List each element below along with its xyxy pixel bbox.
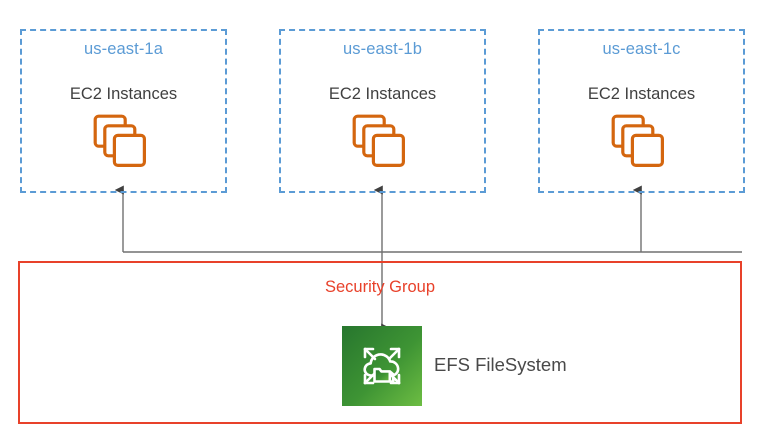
ec2-instances-icon[interactable] (93, 114, 149, 170)
security-group-label: Security Group (324, 278, 436, 296)
node-label-us-east-1a: EC2 Instances (69, 85, 178, 103)
security-group-box[interactable] (18, 261, 742, 424)
ec2-instances-icon[interactable] (352, 114, 408, 170)
efs-filesystem-icon[interactable] (342, 326, 422, 406)
az-box-us-east-1b[interactable] (279, 29, 486, 193)
node-label-us-east-1b: EC2 Instances (328, 85, 437, 103)
az-box-us-east-1c[interactable] (538, 29, 745, 193)
node-label-us-east-1c: EC2 Instances (587, 85, 696, 103)
az-label-us-east-1a: us-east-1a (84, 40, 163, 58)
efs-filesystem-label: EFS FileSystem (434, 354, 567, 375)
az-label-us-east-1b: us-east-1b (343, 40, 422, 58)
az-label-us-east-1c: us-east-1c (602, 40, 681, 58)
ec2-instances-icon[interactable] (611, 114, 667, 170)
az-box-us-east-1a[interactable] (20, 29, 227, 193)
